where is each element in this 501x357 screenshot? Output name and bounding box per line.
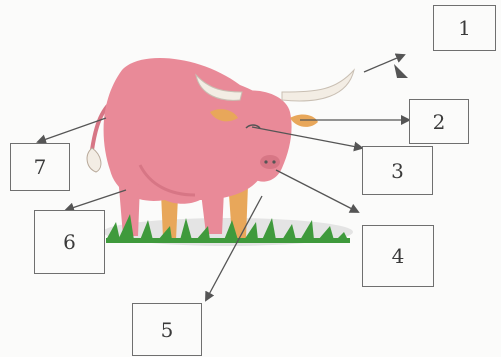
label-text-5: 5: [161, 318, 174, 342]
arrow-1-head: [394, 64, 408, 78]
label-box-2: 2: [409, 99, 469, 144]
label-text-1: 1: [458, 16, 471, 40]
label-text-7: 7: [34, 155, 47, 179]
arrow-6: [66, 190, 126, 210]
label-text-2: 2: [433, 110, 446, 134]
label-box-7: 7: [10, 143, 70, 191]
label-text-4: 4: [392, 244, 405, 268]
arrow-4: [276, 170, 358, 212]
label-box-6: 6: [34, 210, 105, 274]
label-box-1: 1: [433, 5, 496, 51]
label-box-5: 5: [132, 303, 202, 356]
label-text-6: 6: [63, 230, 76, 254]
label-box-4: 4: [362, 225, 434, 287]
label-box-3: 3: [362, 146, 433, 195]
label-text-3: 3: [391, 159, 404, 183]
